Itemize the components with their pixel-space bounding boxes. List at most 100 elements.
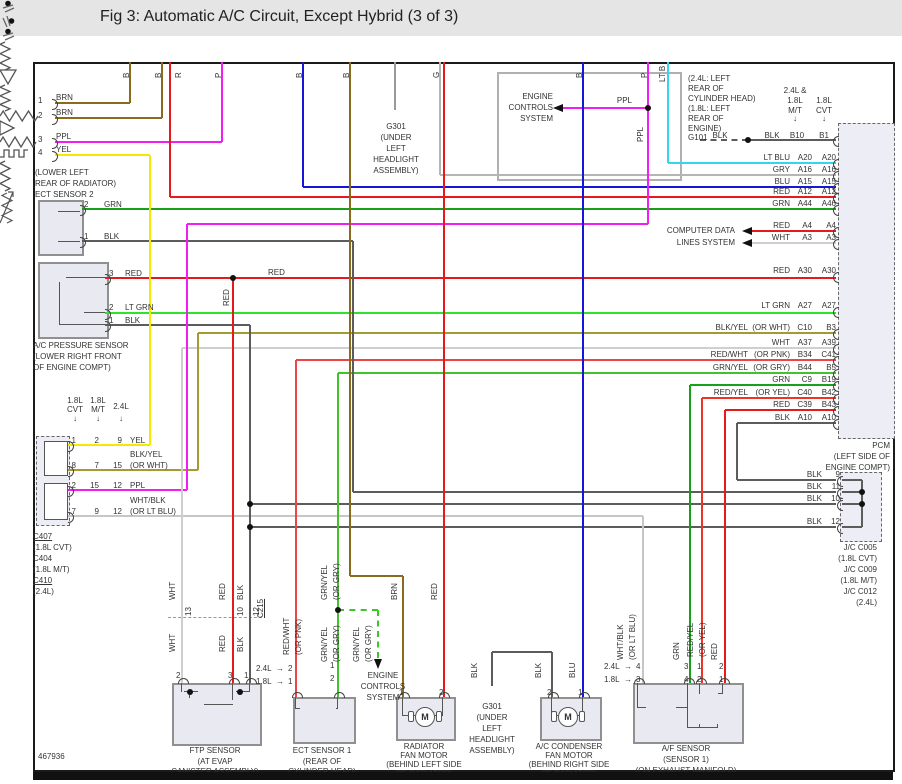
diagram-label: (1.8L CVT) (838, 554, 877, 563)
jc-pin-label: 11 (831, 482, 840, 491)
wire (353, 491, 836, 493)
wire-alt-color-label: (OR WHT) (752, 323, 790, 332)
diagram-label: J/C C005 (843, 543, 877, 552)
pin-arc (547, 692, 559, 698)
diagram-bottom-bar (33, 772, 893, 780)
diagram-label: LT GRN (125, 303, 154, 312)
diagram-label: (LOWER LEFT (35, 168, 89, 177)
diagram-label: → (276, 664, 284, 673)
arrow-left-icon (742, 238, 752, 247)
pcm-pin-label: A39 (821, 338, 836, 347)
wire (181, 683, 183, 692)
diagram-label: ECT SENSOR 1 (292, 746, 352, 755)
wire (439, 62, 441, 175)
ect-sensor-1-box (293, 697, 356, 744)
pin-arc (177, 678, 189, 684)
diagram-label: (LEFT SIDE OF (833, 452, 890, 461)
diagram-label: ASSEMBLY) (373, 166, 419, 175)
diagram-label: 4 (684, 675, 689, 684)
wire-color-label: BLK (806, 517, 822, 526)
wire-color-label: BLK (806, 482, 822, 491)
rotated-wire-label: RED/YEL (686, 622, 695, 657)
pin-arc (833, 355, 839, 367)
diagram-label: GRN (104, 200, 122, 209)
wire (68, 444, 150, 446)
junction-dot (859, 489, 865, 495)
pin-arc (833, 238, 839, 250)
diagram-label: 1 (578, 688, 583, 697)
wire (221, 62, 223, 142)
rotated-wire-label: WHT/BLK (616, 624, 625, 660)
diagram-label: (2.4L) (856, 598, 877, 607)
rotated-wire-label: 10 (236, 607, 245, 616)
wire-color-label: LT GRN (761, 301, 790, 310)
wire (668, 162, 836, 164)
diagram-label: 1 (244, 671, 249, 680)
diagram-label: 7 (71, 507, 76, 516)
wire-color-label: BLK/YEL (715, 323, 748, 332)
motor-bracket (579, 711, 585, 722)
diagram-label: BLK (125, 316, 141, 325)
rotated-wire-label: PPL (636, 126, 645, 142)
wire (551, 697, 553, 716)
wire (724, 410, 726, 683)
diagram-label: 1.8L (787, 96, 803, 105)
wire (66, 277, 105, 279)
pin-arc (52, 137, 58, 149)
engine-controls-system-box (497, 72, 682, 181)
diagram-label: 4 (38, 148, 43, 157)
pin-arc (105, 320, 111, 332)
diagram-label: ENGINE (367, 671, 399, 680)
pcm-pin-label: B34 (797, 350, 812, 359)
rotated-wire-label: RED/WHT (282, 617, 291, 655)
pcm-pin-label: C39 (797, 400, 812, 409)
diagram-label: 2.4L (113, 402, 129, 411)
wire (105, 312, 836, 314)
wire (394, 62, 396, 110)
rotated-wire-label: C215 (256, 598, 265, 618)
page-title: Fig 3: Automatic A/C Circuit, Except Hyb… (100, 8, 459, 25)
wire (676, 707, 688, 709)
diagram-label: 2.4L (604, 662, 620, 671)
diagram-label: 1.8L (90, 396, 106, 405)
diagram-label: REAR OF (688, 114, 724, 123)
wire-color-label: BLK (774, 413, 790, 422)
diagram-label: 1.8L (67, 396, 83, 405)
wire (296, 708, 300, 710)
diagram-label: HEADLIGHT (469, 735, 515, 744)
diagram-label: (SENSOR 1) (663, 755, 709, 764)
diagram-label: (OR WHT) (130, 461, 168, 470)
wire-color-label: RED (773, 400, 790, 409)
diagram-label: 9 (94, 507, 99, 516)
wire (551, 652, 553, 697)
rotated-wire-label: RED (430, 583, 439, 600)
diagram-label: G101 (688, 133, 708, 142)
diagram-label: → (276, 677, 284, 686)
pcm-pin-label: C10 (797, 323, 812, 332)
pin-arc (837, 475, 843, 487)
junction-dot (230, 275, 236, 281)
motor-bracket (436, 711, 442, 722)
diagram-label: 2.4L (256, 664, 272, 673)
rotated-wire-label: P (214, 72, 223, 78)
wire (55, 117, 162, 119)
diagram-label: CVT (67, 405, 83, 414)
arrow-down-icon (373, 659, 382, 669)
junction-dot (745, 137, 751, 143)
wire (186, 224, 188, 490)
pcm-pin-label: A30 (797, 266, 812, 275)
wire (82, 208, 836, 210)
diagram-label: C407 (33, 532, 53, 541)
junction-dot (645, 105, 651, 111)
jc-pin-label: 9 (835, 470, 840, 479)
pcm-pin-label: A20 (821, 153, 836, 162)
wire (563, 107, 648, 109)
pin-arc (68, 440, 74, 452)
wire-color-label: RED (773, 187, 790, 196)
diagram-label: 2 (71, 481, 76, 490)
diagram-label: 4 (636, 662, 641, 671)
diagram-label: 2 (176, 671, 181, 680)
pcm-pin-label: C40 (797, 388, 812, 397)
jc-pin-label: 12 (831, 517, 840, 526)
